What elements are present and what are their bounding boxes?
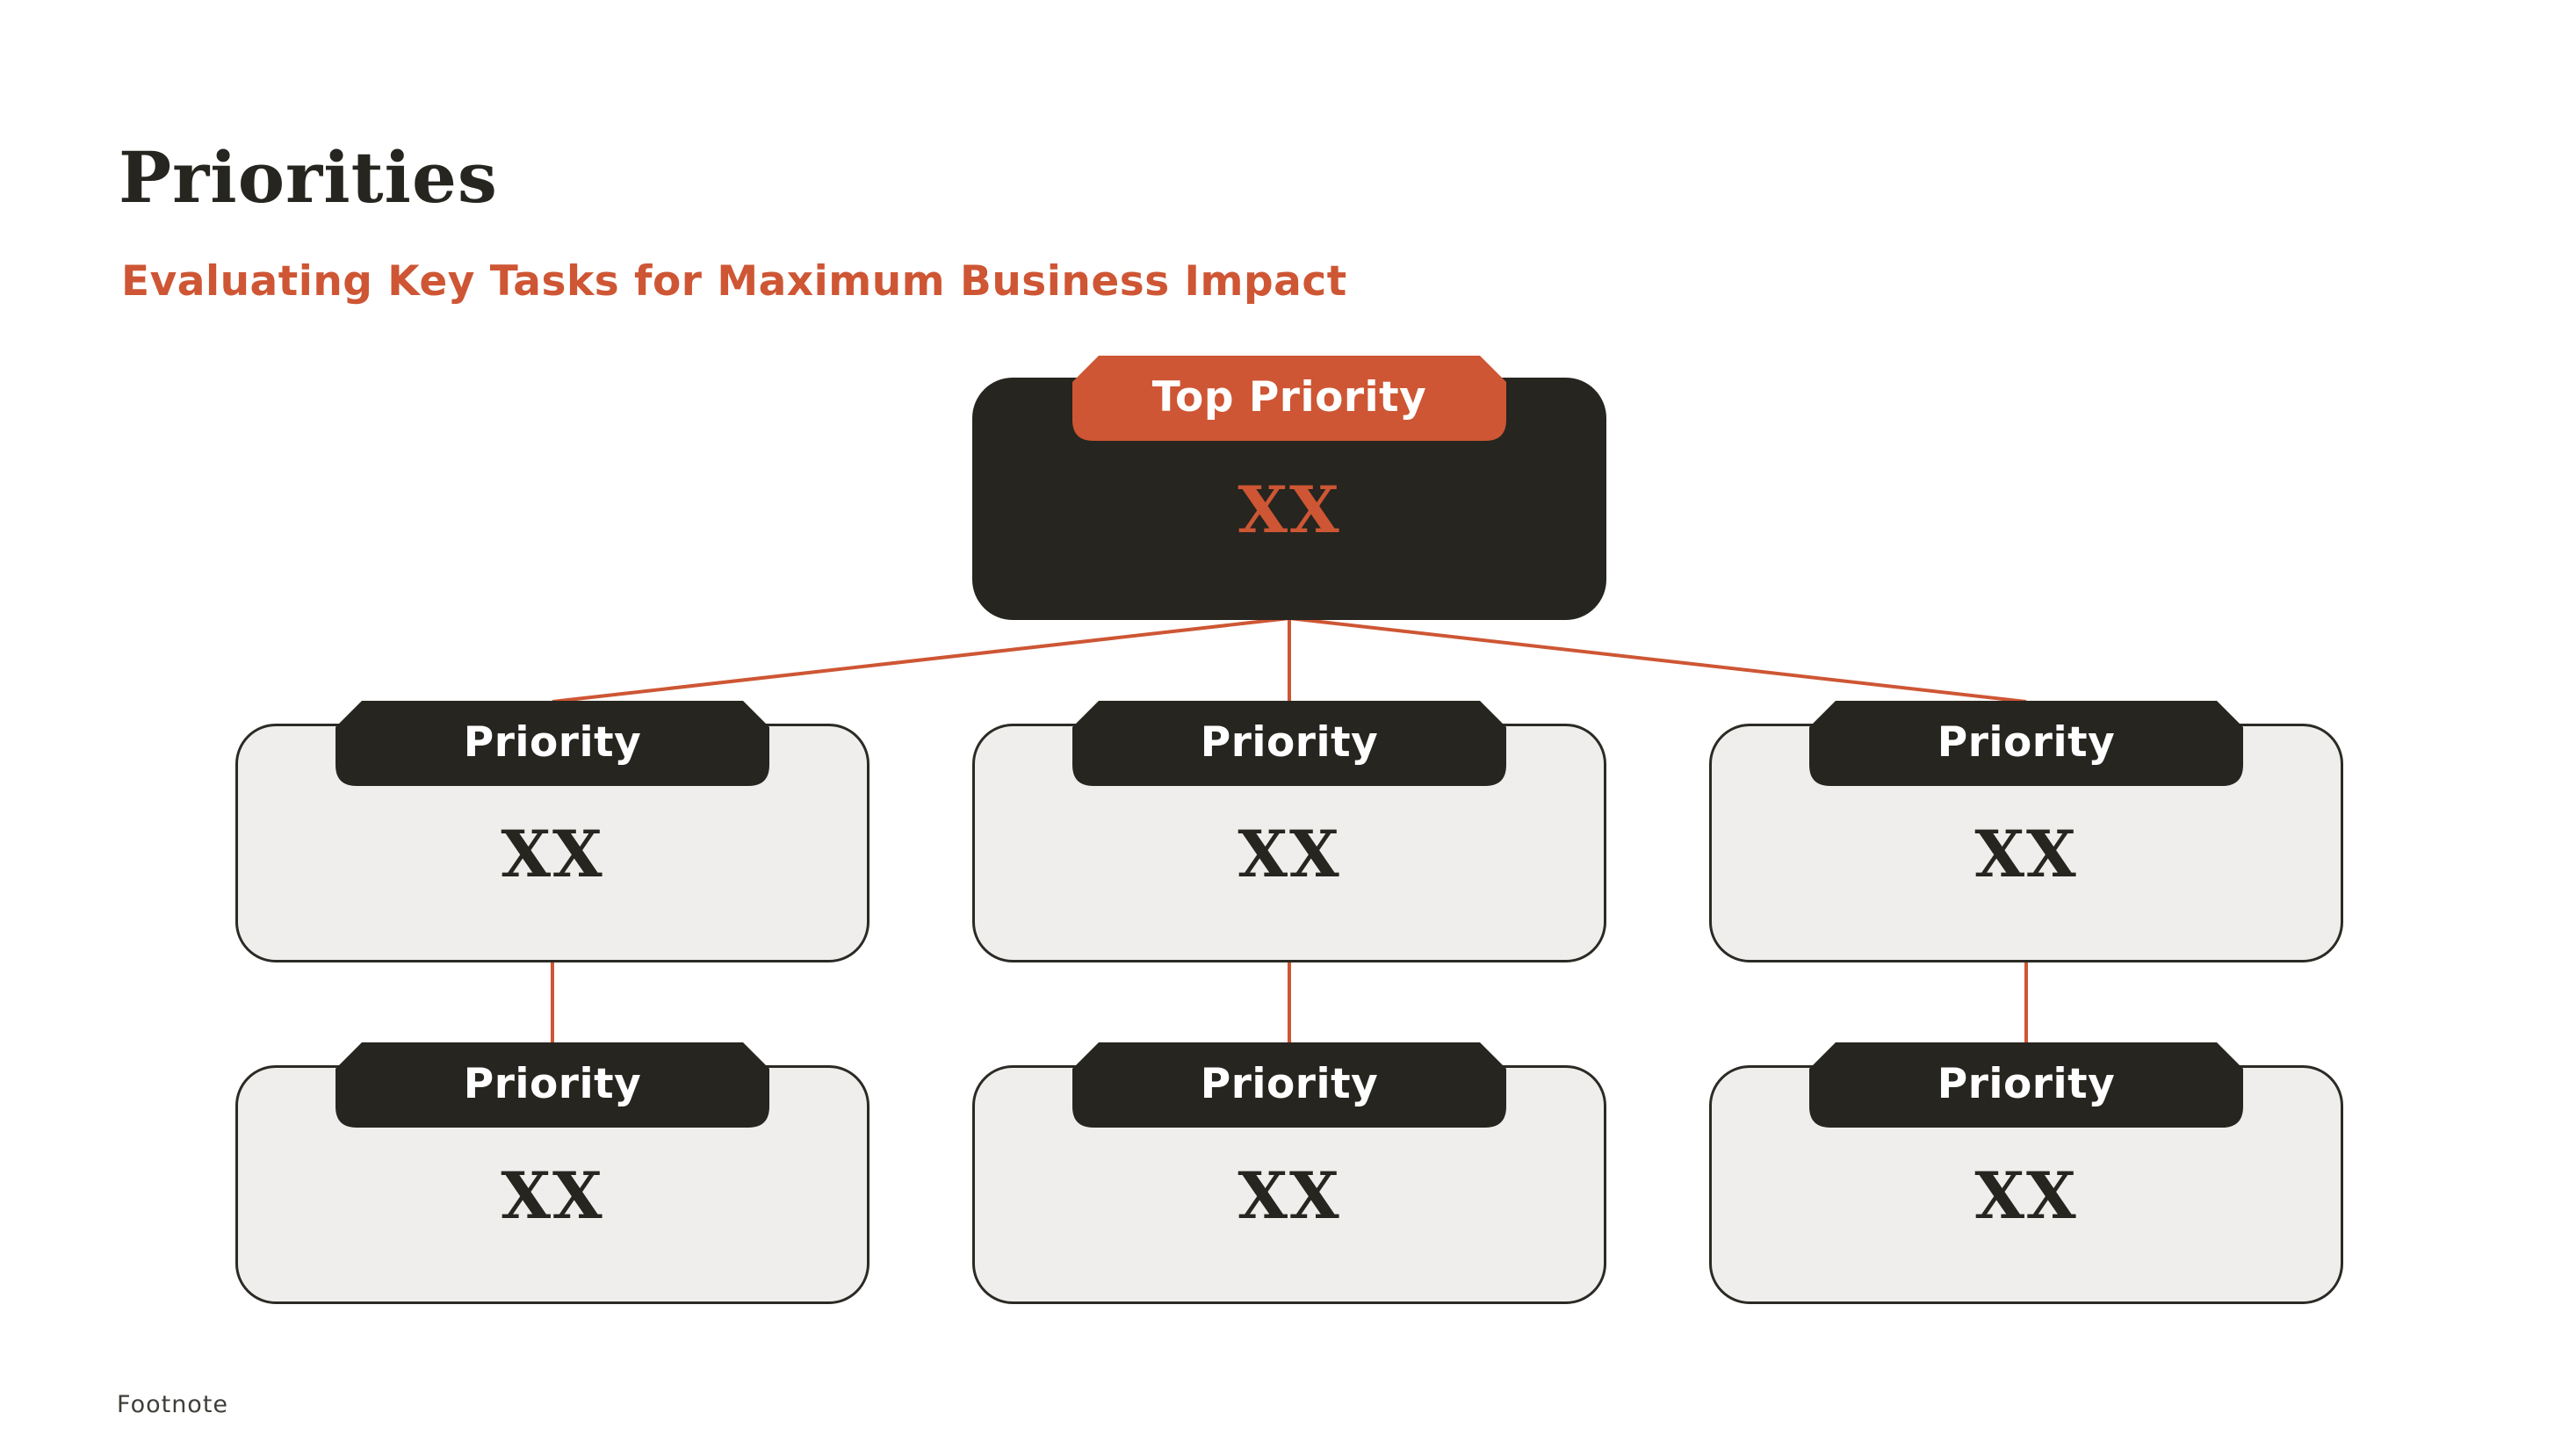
priority-tab: Priority (1809, 701, 2243, 786)
tab-ribbon-shape (1072, 356, 1506, 441)
tab-ribbon-shape (1809, 1042, 2243, 1128)
priority-tab: Priority (336, 701, 769, 786)
tab-label: Priority (463, 1060, 642, 1108)
footnote: Footnote (117, 1391, 229, 1418)
node-value: XX (1237, 817, 1341, 892)
tab-label: Priority (463, 718, 642, 767)
node-value: XX (1237, 1158, 1341, 1234)
tab-ribbon-shape (1072, 1042, 1506, 1128)
top-priority-tab: Top Priority (1072, 356, 1506, 441)
node-value: XX (1237, 472, 1341, 548)
node-value: XX (1974, 1158, 2078, 1234)
tab-label: Priority (1200, 718, 1379, 767)
priority-node-row3-center: Priority XX (972, 1042, 1606, 1304)
tab-ribbon-shape (1072, 701, 1506, 786)
priority-node-row2-left: Priority XX (235, 701, 869, 962)
tab-label: Priority (1937, 718, 2116, 767)
page-subtitle: Evaluating Key Tasks for Maximum Busines… (121, 257, 1347, 306)
priority-node-row2-right: Priority XX (1709, 701, 2343, 962)
tab-label: Top Priority (1151, 373, 1427, 422)
tab-ribbon-shape (336, 701, 769, 786)
top-priority-node: Top Priority XX (972, 356, 1606, 620)
node-value: XX (501, 817, 604, 892)
tab-label: Priority (1937, 1060, 2116, 1108)
priority-tab: Priority (1809, 1042, 2243, 1128)
page-title: Priorities (119, 136, 498, 219)
priority-tab: Priority (1072, 1042, 1506, 1128)
priority-node-row3-right: Priority XX (1709, 1042, 2343, 1304)
priority-tab: Priority (336, 1042, 769, 1128)
node-value: XX (501, 1158, 604, 1234)
node-value: XX (1974, 817, 2078, 892)
tab-ribbon-shape (1809, 701, 2243, 786)
priority-node-row2-center: Priority XX (972, 701, 1606, 962)
tab-ribbon-shape (336, 1042, 769, 1128)
tab-label: Priority (1200, 1060, 1379, 1108)
priority-node-row3-left: Priority XX (235, 1042, 869, 1304)
priority-tab: Priority (1072, 701, 1506, 786)
